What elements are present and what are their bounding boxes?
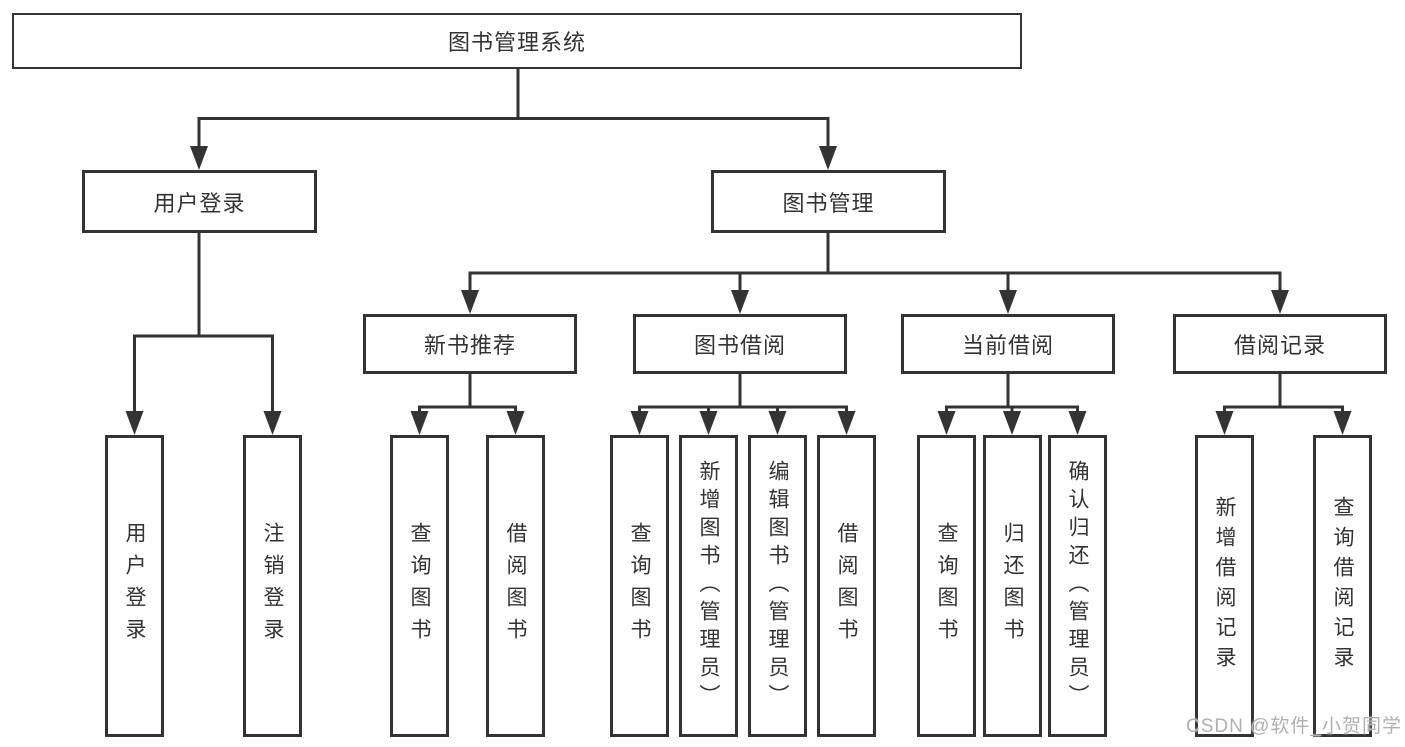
leaf-label: 用户登录	[123, 522, 146, 650]
leaf-label: 编辑图书（管理员）	[766, 460, 789, 712]
node-new-book-recommend: 新书推荐	[363, 314, 577, 374]
node-label: 图书管理系统	[447, 30, 586, 55]
node-book-management: 图书管理	[711, 170, 946, 233]
leaf-label: 归还图书	[1001, 522, 1024, 650]
leaf-cb-query-books: 查询图书	[917, 435, 976, 737]
leaf-label: 查询借阅记录	[1331, 496, 1354, 676]
leaf-user-login: 用户登录	[105, 435, 164, 737]
node-label: 图书借阅	[693, 333, 786, 358]
leaf-bb-edit-books-admin: 编辑图书（管理员）	[748, 435, 807, 737]
leaf-label: 查询图书	[408, 522, 431, 650]
node-borrow-records: 借阅记录	[1173, 314, 1387, 374]
leaf-cb-return-books: 归还图书	[983, 435, 1042, 737]
leaf-cb-confirm-return-admin: 确认归还（管理员）	[1048, 435, 1107, 737]
node-label: 图书管理	[782, 190, 875, 216]
csdn-watermark: CSDN @软件_小贺同学	[1186, 716, 1402, 737]
leaf-label: 确认归还（管理员）	[1066, 460, 1089, 712]
arrowheads	[125, 146, 1352, 435]
leaf-label: 借阅图书	[835, 522, 858, 650]
leaf-label: 借阅图书	[504, 522, 527, 650]
node-label: 借阅记录	[1233, 333, 1326, 358]
leaf-nb-borrow-books: 借阅图书	[486, 435, 545, 737]
node-label: 当前借阅	[961, 333, 1054, 358]
leaf-br-add-borrow-record: 新增借阅记录	[1195, 435, 1254, 737]
node-book-borrow: 图书借阅	[633, 314, 847, 374]
leaf-label: 注销登录	[261, 522, 284, 650]
leaf-bb-add-books-admin: 新增图书（管理员）	[679, 435, 738, 737]
node-label: 用户登录	[153, 190, 246, 216]
leaf-br-query-borrow-record: 查询借阅记录	[1313, 435, 1372, 737]
node-library-management-system: 图书管理系统	[12, 13, 1022, 69]
leaf-label: 查询图书	[935, 522, 958, 650]
leaf-logout-login: 注销登录	[243, 435, 302, 737]
leaf-label: 查询图书	[628, 522, 651, 650]
leaf-label: 新增图书（管理员）	[697, 460, 720, 712]
node-label: 新书推荐	[423, 333, 516, 358]
node-user-login: 用户登录	[82, 170, 317, 233]
node-current-borrow: 当前借阅	[901, 314, 1115, 374]
leaf-bb-borrow-books: 借阅图书	[817, 435, 876, 737]
leaf-label: 新增借阅记录	[1213, 496, 1236, 676]
leaf-nb-query-books: 查询图书	[390, 435, 449, 737]
leaf-bb-query-books: 查询图书	[610, 435, 669, 737]
